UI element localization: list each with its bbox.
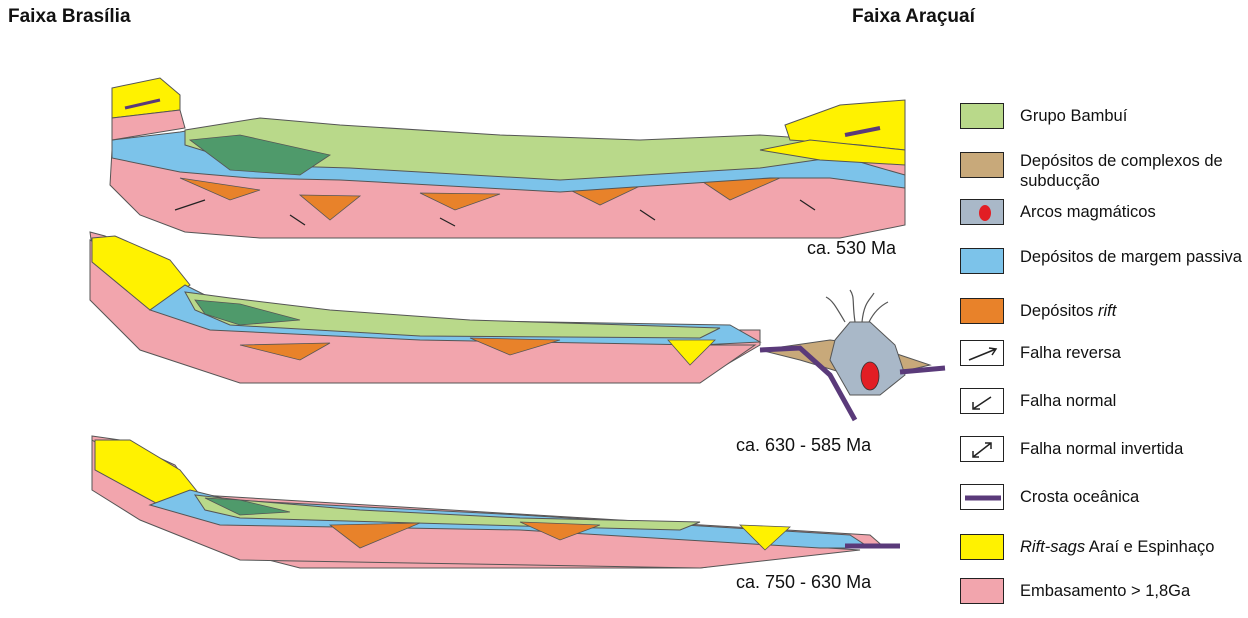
legend-label: Arcos magmáticos (1020, 202, 1246, 222)
swatch-bambui (960, 103, 1004, 129)
legend-item-bambui: Grupo Bambuí (958, 103, 1248, 143)
swatch-reverse-fault (960, 340, 1004, 366)
legend-item-reverse-fault: Falha reversa (958, 340, 1248, 380)
volcano-plume (826, 290, 888, 322)
legend-label: Falha normal invertida (1020, 439, 1246, 459)
magma-body (861, 362, 879, 390)
legend-item-subduction: Depósitos de complexos de subducção (958, 148, 1248, 192)
legend-label: Falha reversa (1020, 343, 1246, 363)
swatch-inverted-fault (960, 436, 1004, 462)
section-530-ma (110, 78, 905, 238)
legend-item-riftsags: Rift-sags Araí e Espinhaço (958, 534, 1248, 574)
legend-label: Falha normal (1020, 391, 1246, 411)
legend-label: Depósitos de margem passiva (1020, 247, 1246, 267)
age-label-750-630: ca. 750 - 630 Ma (736, 572, 871, 593)
swatch-rift (960, 298, 1004, 324)
cross-section-diagram (0, 0, 950, 606)
swatch-arcs (960, 199, 1004, 225)
age-label-530: ca. 530 Ma (807, 238, 896, 259)
legend-label: Rift-sags Araí e Espinhaço (1020, 537, 1246, 557)
legend-item-basement: Embasamento > 1,8Ga (958, 578, 1248, 618)
swatch-oceanic (960, 484, 1004, 510)
legend: Grupo Bambuí Depósitos de complexos de s… (958, 0, 1248, 606)
legend-label: Embasamento > 1,8Ga (1020, 581, 1246, 601)
legend-label: Crosta oceânica (1020, 487, 1246, 507)
section-630-585-ma (90, 232, 945, 420)
legend-label: Depósitos rift (1020, 301, 1246, 321)
swatch-basement (960, 578, 1004, 604)
legend-item-rift: Depósitos rift (958, 298, 1248, 338)
legend-item-oceanic: Crosta oceânica (958, 484, 1248, 524)
legend-label: Depósitos de complexos de subducção (1020, 151, 1246, 191)
legend-item-normal-fault: Falha normal (958, 388, 1248, 428)
swatch-normal-fault (960, 388, 1004, 414)
legend-item-inverted-fault: Falha normal invertida (958, 436, 1248, 476)
age-label-630-585: ca. 630 - 585 Ma (736, 435, 871, 456)
legend-item-passive: Depósitos de margem passiva (958, 244, 1248, 288)
legend-item-arcs: Arcos magmáticos (958, 199, 1248, 239)
swatch-riftsags (960, 534, 1004, 560)
legend-label: Grupo Bambuí (1020, 106, 1246, 126)
swatch-passive (960, 248, 1004, 274)
swatch-subduction (960, 152, 1004, 178)
